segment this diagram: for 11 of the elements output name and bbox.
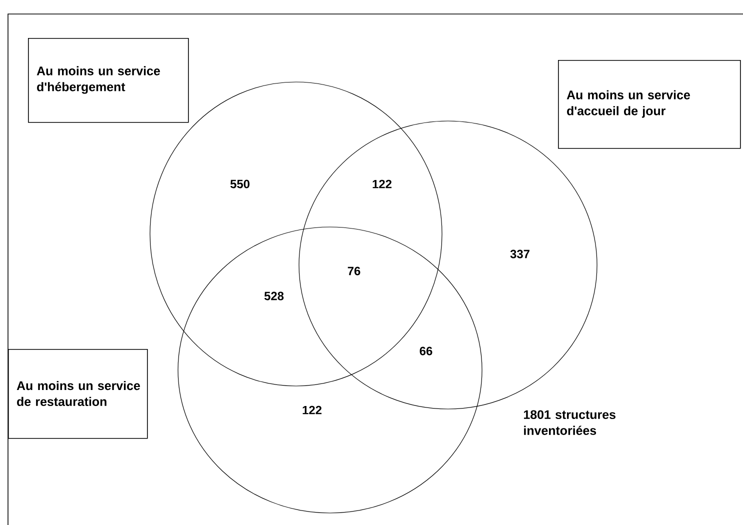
count-label: 550 xyxy=(230,180,250,188)
count-label: 66 xyxy=(420,346,432,356)
label-box: Au moins un service d'hébergement xyxy=(28,38,189,123)
count-label: 122 xyxy=(372,180,392,188)
count-label: 76 xyxy=(348,266,360,276)
total-note: 1801 structures inventoriées xyxy=(524,410,616,435)
count-label: 337 xyxy=(510,250,530,258)
label-box: Au moins un service d'accueil de jour xyxy=(558,60,741,149)
count-label: 122 xyxy=(302,406,322,414)
count-label: 528 xyxy=(264,292,284,300)
label-box: Au moins un service de restauration xyxy=(8,349,148,439)
